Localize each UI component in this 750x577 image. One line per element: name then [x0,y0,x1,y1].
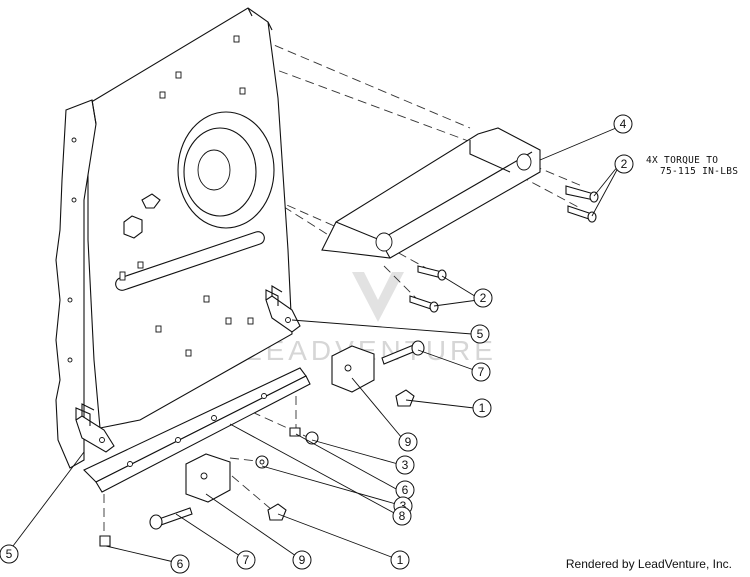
callout-6-right: 6 [395,480,415,500]
bolt-set-2 [409,185,599,313]
svg-text:4: 4 [620,117,627,131]
handle [321,127,541,259]
callout-5-right: 5 [470,324,490,344]
svg-text:9: 9 [405,435,412,449]
svg-text:3: 3 [400,499,407,513]
callout-4: 4 [613,114,633,134]
callout-1-bottom: 1 [390,550,410,570]
hinge-bracket-upper [331,345,375,393]
svg-text:7: 7 [478,365,485,379]
svg-text:7: 7 [243,553,250,567]
callout-7-bottom: 7 [236,550,256,570]
clip-lower [75,403,115,453]
svg-text:1: 1 [479,401,486,415]
svg-text:1: 1 [397,553,404,567]
rear-plate [87,7,293,429]
svg-text:9: 9 [299,553,306,567]
callout-9-bottom: 9 [292,550,312,570]
callout-8: 8 [392,506,412,526]
callout-3-upper: 3 [395,455,415,475]
footer-credit: Rendered by LeadVenture, Inc. [565,557,732,571]
clip-upper [265,285,301,333]
torque-note-line1: 4X TORQUE TO [646,155,718,166]
svg-text:5: 5 [6,547,13,561]
callout-7-right: 7 [471,362,491,382]
callout-1-right: 1 [472,398,492,418]
svg-text:2: 2 [480,291,487,305]
svg-text:5: 5 [477,327,484,341]
callout-2-top: 2 [614,154,634,174]
callout-2-mid: 2 [473,288,493,308]
shoulder-bolt-lower [149,507,193,530]
svg-text:8: 8 [399,509,406,523]
callout-5-left: 5 [0,544,19,564]
svg-text:6: 6 [177,557,184,571]
callout-6-bottom: 6 [170,554,190,574]
hinge-bracket-lower [185,453,231,503]
bottom-bracket [83,367,311,493]
leader-lines [9,127,619,563]
svg-text:3: 3 [402,458,409,472]
svg-text:6: 6 [402,483,409,497]
callout-9-right: 9 [398,432,418,452]
torque-note-line2: 75-115 IN-LBS [660,166,738,177]
svg-text:2: 2 [621,157,628,171]
side-plate [55,99,97,469]
